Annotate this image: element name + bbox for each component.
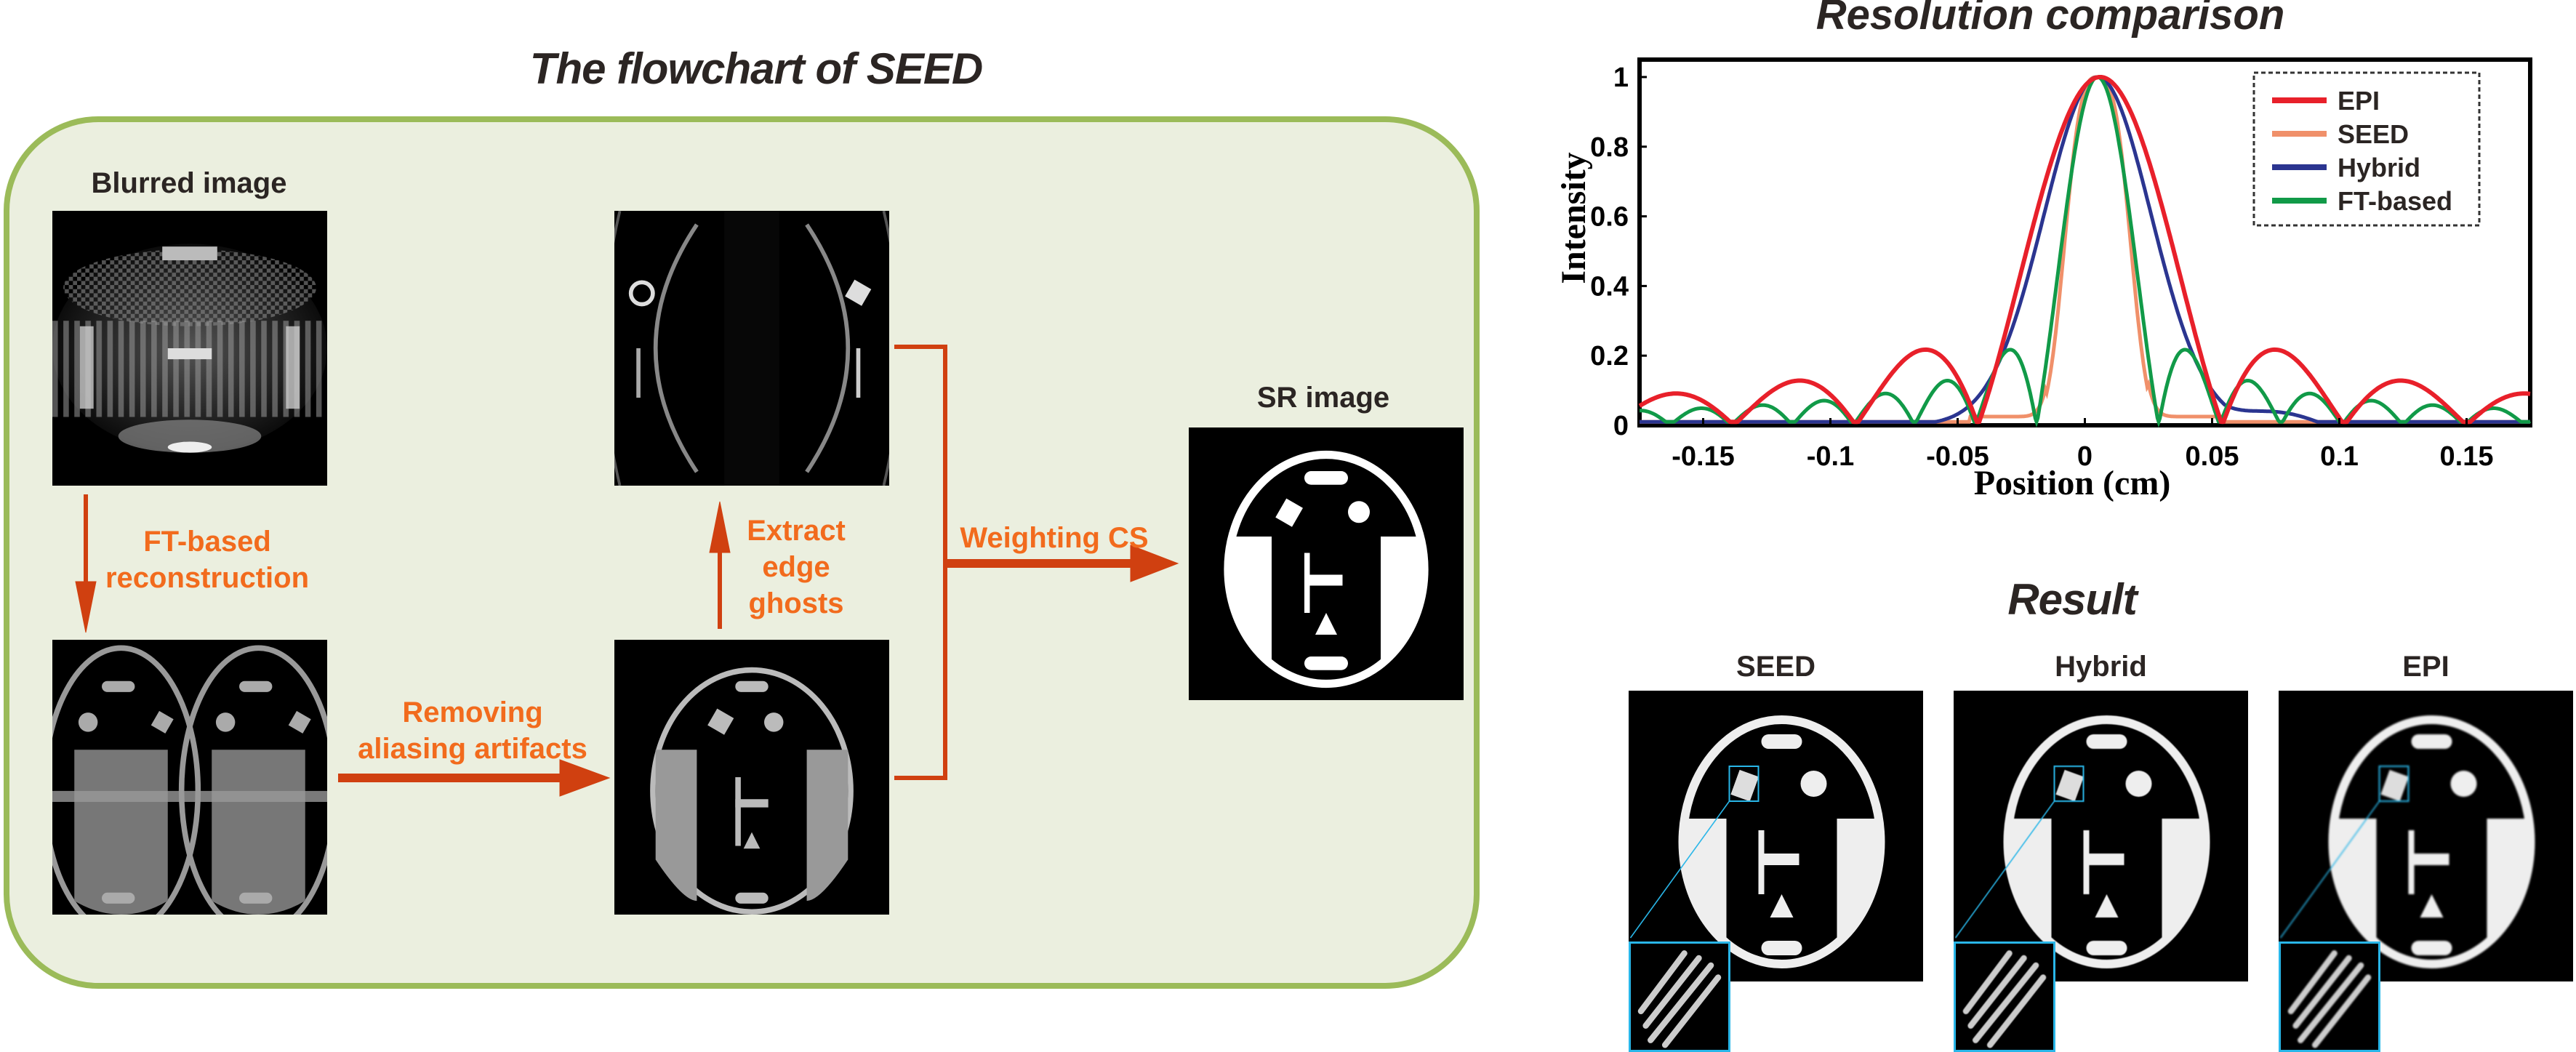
result-label-epi: EPI [2402,651,2449,683]
step-extract-line1: Extract [747,515,846,547]
x-tick-label: 0.15 [2440,441,2494,472]
y-tick-label: 0.4 [1590,271,1629,302]
resolution-chart: Resolution comparison -0.15 -0.1 -0.05 0 0.0… [1554,0,2532,502]
x-tick-label: 0 [2077,441,2093,472]
blurred-image-graphic [52,244,327,453]
legend-label: SEED [2338,119,2409,149]
edge-ghosts-graphic [614,211,889,486]
result-label-hybrid: Hybrid [2055,651,2147,683]
y-tick-label: 0.2 [1590,341,1629,372]
y-tick-label: 0 [1613,411,1629,441]
series-line-ftbased [1640,75,2532,428]
flow-arrows [75,345,1179,797]
legend-label: Hybrid [2338,153,2420,182]
zoom-inset-graphic [1962,950,2047,1048]
result-label-seed: SEED [1736,651,1815,683]
x-tick-label: 0.1 [2320,441,2359,472]
zoom-inset-graphic [1637,950,1722,1048]
x-axis-label: Position (cm) [1974,464,2171,502]
legend-label: EPI [2338,86,2380,116]
edge-ghosts-image [614,211,889,486]
phantom-graphic [2279,715,2535,968]
sr-image-label: SR image [1256,382,1390,414]
x-tick-label: -0.15 [1672,441,1735,472]
x-tick-label: 0.05 [2186,441,2239,472]
step-removing: Removing aliasing artifacts [342,694,603,767]
merge-connector [894,345,947,780]
y-tick-label: 0.6 [1590,202,1629,233]
flowchart-title: The flowchart of SEED [529,44,983,93]
y-tick-label: 0.8 [1590,132,1629,163]
result-image-seed [1629,691,1923,981]
zoom-inset-hybrid [1954,941,2055,1052]
step-ft-based-line2: reconstruction [105,562,310,594]
x-tick-label: -0.1 [1807,441,1854,472]
arrow-up-head [709,501,731,553]
result-title: Result [2007,575,2137,624]
arrow-right-head [559,759,611,797]
y-axis-label: Intensity [1554,152,1593,284]
sr-image-graphic [1224,450,1429,688]
ft-reconstruction-graphic [52,645,327,915]
step-weighting: Weighting CS [960,522,1149,554]
step-extract-line3: ghosts [748,587,844,619]
step-extract-line2: edge [762,551,830,583]
sr-image [1189,427,1464,700]
dealiased-graphic [650,667,854,915]
chart-title: Resolution comparison [1816,0,2285,39]
legend-label: FT-based [2338,186,2452,216]
step-extract: Extract edge ghosts [727,513,865,622]
step-ft-based-line1: FT-based [143,526,271,558]
blurred-image [52,211,327,486]
phantom-graphic [1629,715,1885,968]
result-image-epi [2279,691,2573,981]
result-image-hybrid [1954,691,2248,981]
y-tick-label: 1 [1613,63,1629,93]
arrow-down-head [75,581,97,633]
x-tick-label: -0.05 [1926,441,1989,472]
zoom-inset-graphic [2287,950,2372,1048]
step-removing-line1: Removing [402,696,543,728]
dealiased-image [614,640,889,915]
zoom-inset-seed [1629,941,1730,1052]
blurred-image-label: Blurred image [91,167,287,199]
step-removing-line2: aliasing artifacts [358,733,587,765]
arrow-to-sr-head [1130,545,1179,582]
zoom-inset-epi [2279,941,2380,1052]
step-ft-based: FT-based reconstruction [87,523,327,596]
phantom-graphic [1954,715,2210,968]
ft-reconstruction-image [52,640,327,915]
series-line-epi [1638,75,2531,425]
